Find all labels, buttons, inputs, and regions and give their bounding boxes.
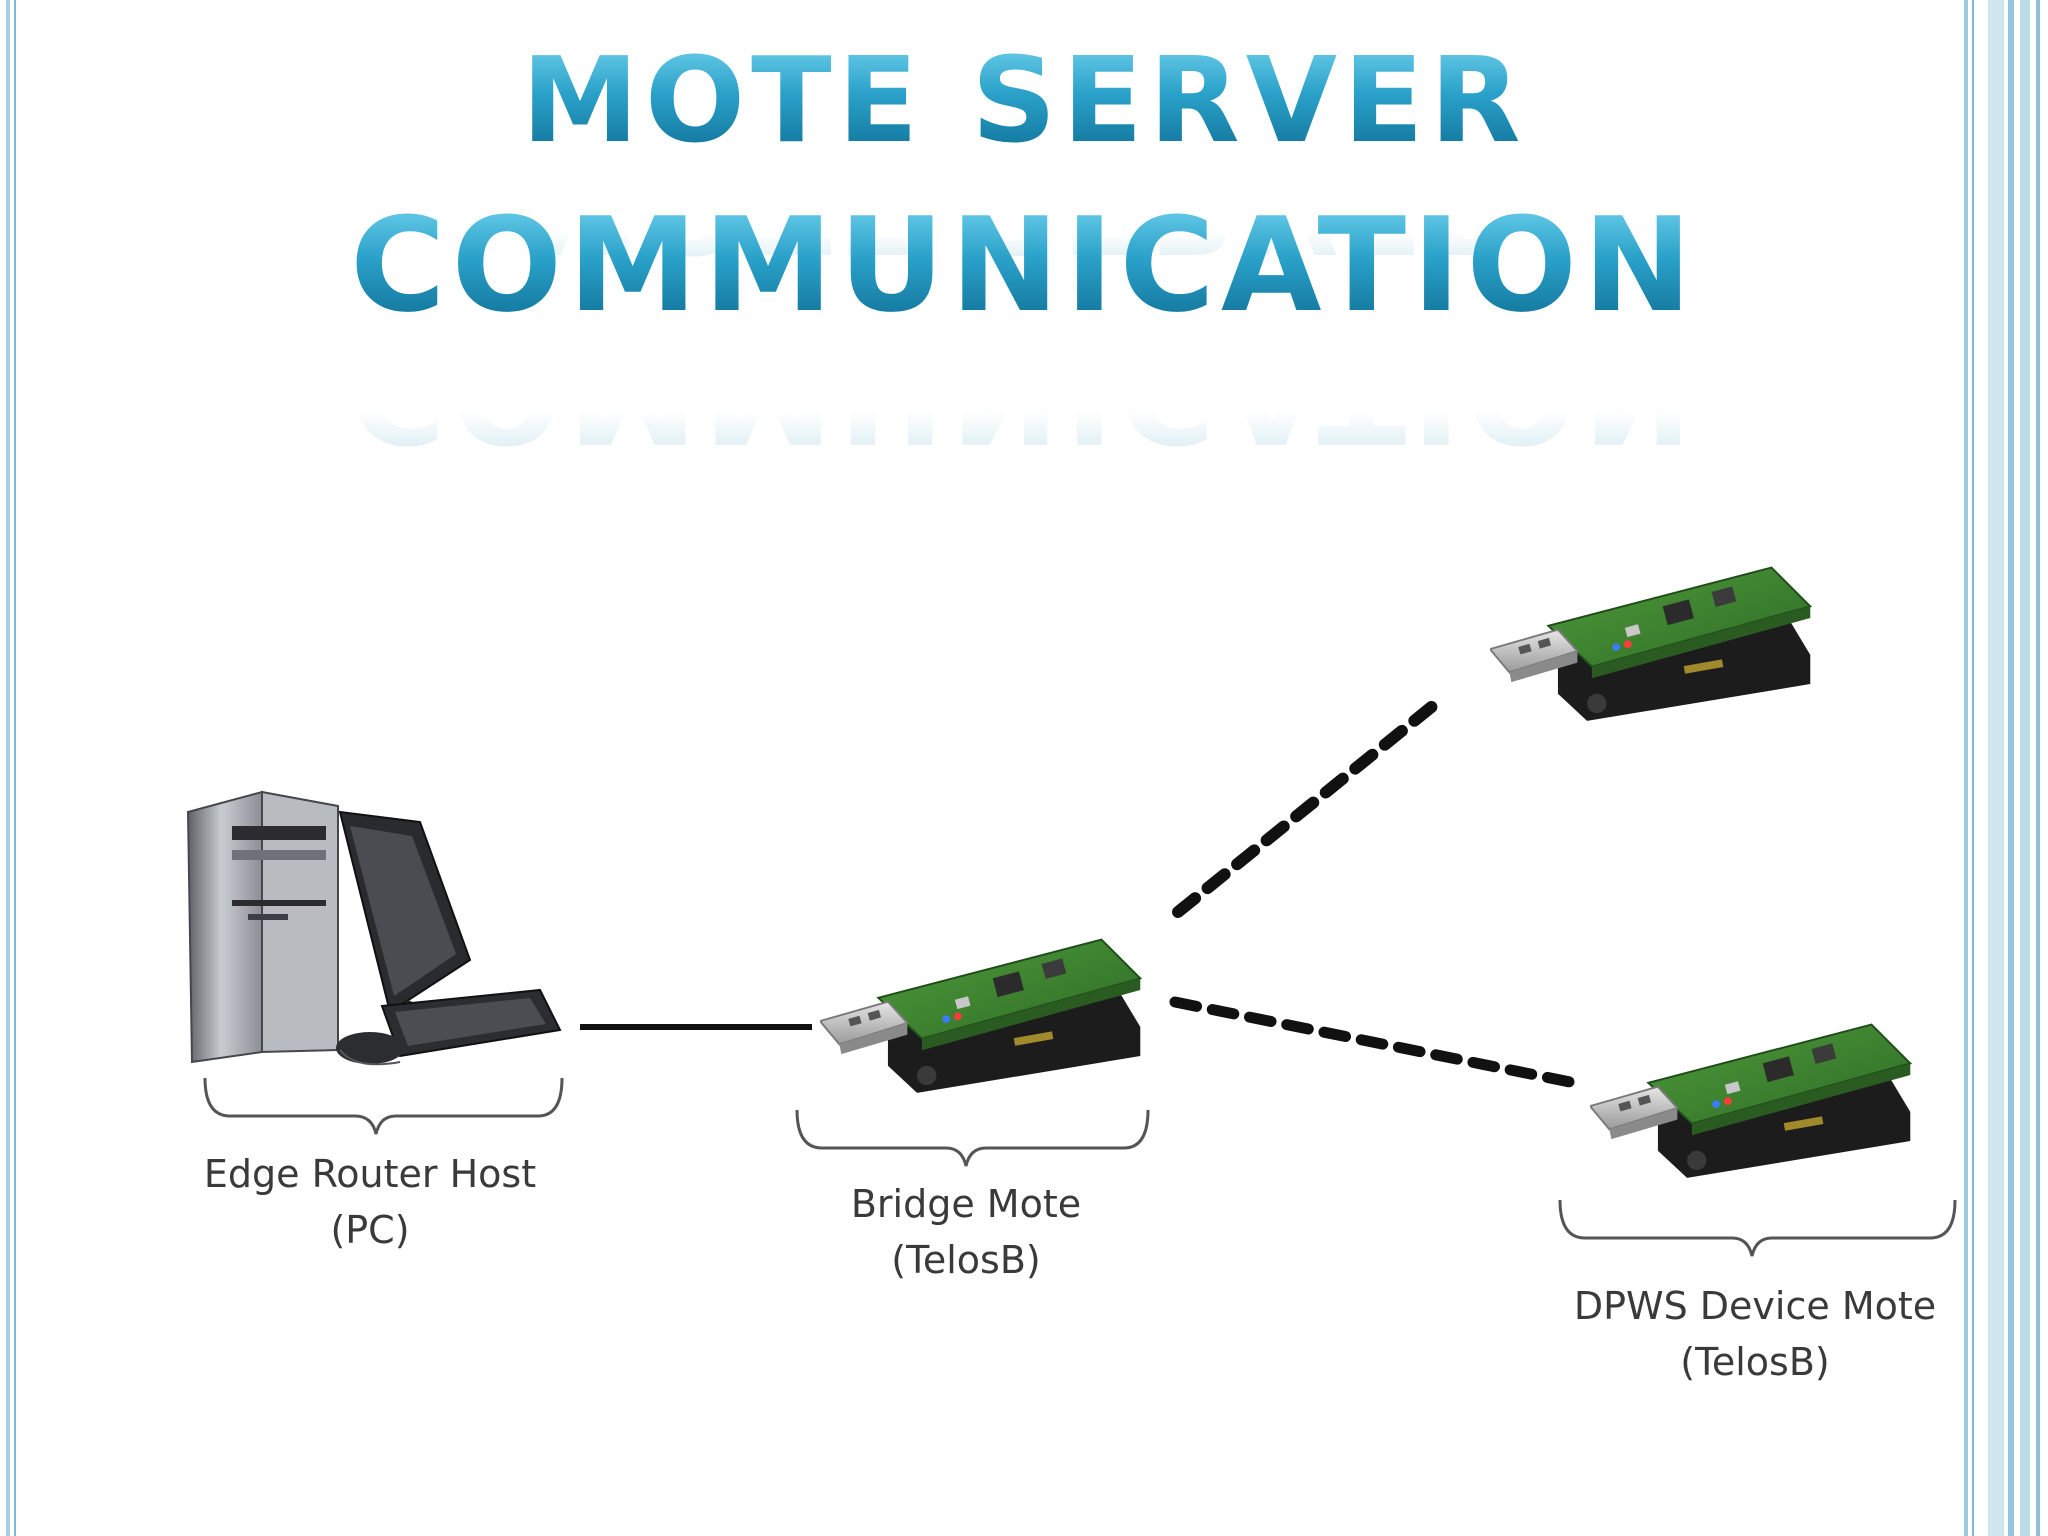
frame-right-border [1958, 0, 2048, 1536]
desktop-computer-icon [186, 790, 562, 1066]
wireless-link-upper [1172, 694, 1446, 918]
bridge-mote-label: Bridge Mote (TelosB) [776, 1176, 1156, 1288]
brace-bridge-mote [795, 1109, 1150, 1167]
device-mote-2-icon [1590, 1023, 1912, 1179]
brace-device-mote [1558, 1199, 1957, 1257]
device-mote-label: DPWS Device Mote (TelosB) [1530, 1278, 1980, 1390]
frame-left-border [0, 0, 26, 1536]
slide-title-line2: COMMUNICATION [0, 200, 2048, 330]
slide-title-line1: MOTE SERVER [0, 40, 2048, 160]
bridge-mote-label-line1: Bridge Mote [850, 1182, 1082, 1226]
device-mote-1-icon [1490, 566, 1812, 722]
wireless-link-lower [1169, 996, 1576, 1088]
device-mote-label-line2: (TelosB) [1680, 1340, 1830, 1384]
device-mote-label-line1: DPWS Device Mote [1573, 1284, 1937, 1328]
edge-router-label: Edge Router Host (PC) [180, 1146, 560, 1258]
edge-router-label-line1: Edge Router Host [203, 1152, 537, 1196]
bridge-mote-icon [820, 938, 1142, 1094]
brace-edge-router [203, 1077, 564, 1135]
bridge-mote-label-line2: (TelosB) [891, 1238, 1041, 1282]
edge-router-label-line2: (PC) [330, 1208, 410, 1252]
